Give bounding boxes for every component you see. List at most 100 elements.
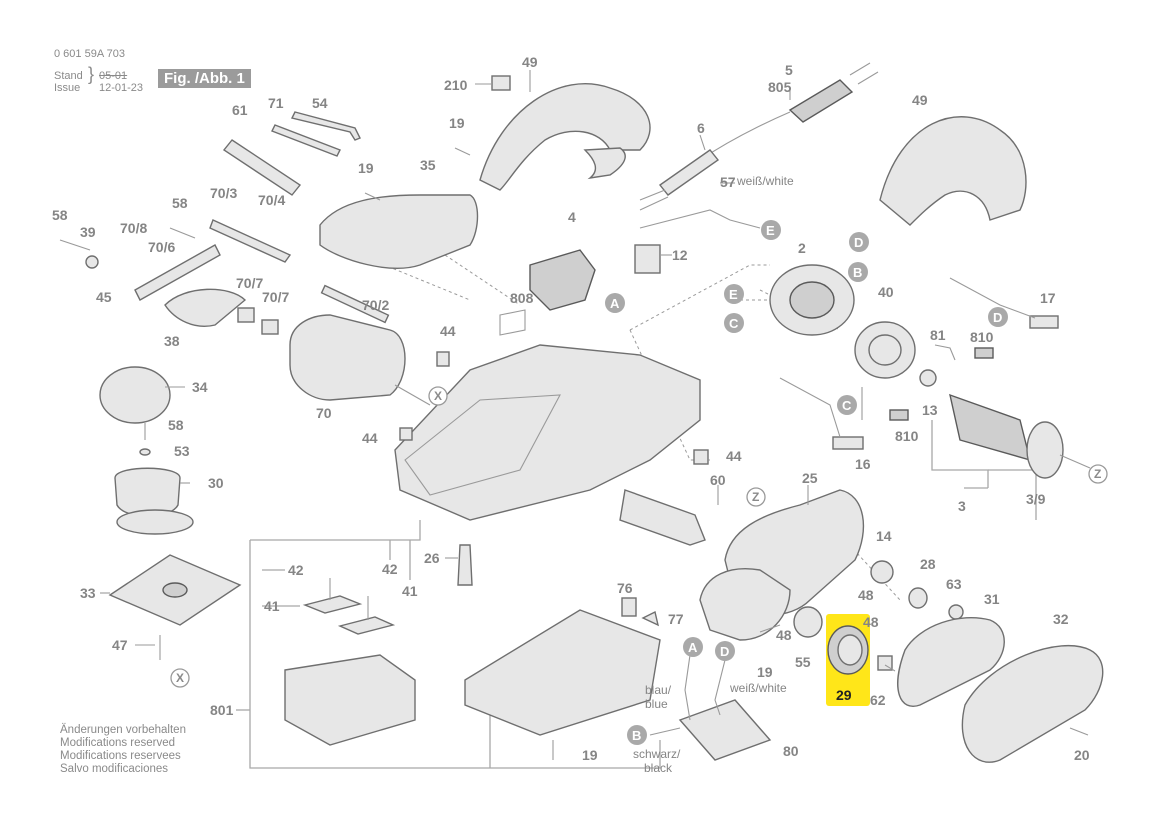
handle-right-part-49 [879,116,1027,226]
marker-X1: X [434,389,442,403]
washer-part-53 [139,448,151,456]
wire-labels: blau/ blue weiß/white schwarz/ black [633,681,787,775]
callout-33: 33 [80,585,96,601]
callout-810b: 810 [895,428,919,444]
wire-part-57 [639,209,761,229]
wire-label-black-2: black [644,761,673,775]
callout-38: 38 [164,333,180,349]
bearing-cover-inner [868,334,902,366]
callout-41a: 41 [264,598,280,614]
footer-line-de: Änderungen vorbehalten [60,724,186,736]
callout-808: 808 [510,290,534,306]
callout-39: 39 [80,224,96,240]
callout-61: 61 [232,102,248,118]
callout-77: 77 [668,611,684,627]
callout-numbers: 210 49 5 805 49 61 71 54 19 35 19 6 57 w… [52,54,1090,763]
capacitor-part-12 [634,244,661,274]
bearing-part-55 [793,606,823,638]
pad-part-44a [436,351,450,367]
wire-label-blue-1: blau/ [645,683,672,697]
label-part-808 [499,309,526,336]
main-housing [394,344,701,521]
belt-housing [699,568,791,641]
black-wire [649,727,681,736]
bearing-part-13 [919,369,937,387]
pulley-hub [837,634,863,666]
screw-part-28 [908,587,928,609]
connector-markers: E D B E C A D C A D B [605,220,1008,745]
marker-A1: A [610,296,620,311]
cable-sleeve-part-6 [658,149,720,196]
clip-part-76 [621,597,637,617]
callout-70-8: 70/8 [120,220,147,236]
armature-part-3 [949,393,1031,462]
pad-part-44c [693,449,709,465]
footer-line-es: Salvo modificaciones [60,763,169,775]
callout-20: 20 [1074,747,1090,763]
knob-base [116,509,194,535]
wire-label-black-1: schwarz/ [633,747,681,761]
callout-19d: 19 [582,747,598,763]
callout-70-4: 70/4 [258,192,285,208]
callout-70-2: 70/2 [362,297,389,313]
stator-core [789,281,835,319]
callout-14: 14 [876,528,892,544]
footer-notes: Änderungen vorbehalten Modifications res… [60,724,186,776]
sole-plate [464,609,661,736]
carbon-brush-810a [974,347,994,359]
callout-55: 55 [795,654,811,670]
figure-label: Fig. /Abb. 1 [158,69,251,88]
brush-wire-d [949,277,1036,319]
callout-70-7b: 70/7 [262,289,289,305]
brace-icon: } [88,64,95,84]
callout-76: 76 [617,580,633,596]
marker-E1: E [766,223,775,238]
callout-805: 805 [768,79,792,95]
callout-801: 801 [210,702,234,718]
issue-date: 12-01-23 [99,82,144,94]
callout-70-3: 70/3 [210,185,237,201]
shaft-part-26 [457,544,473,586]
rod-part-71 [271,124,341,157]
callout-13: 13 [922,402,938,418]
cutter-drum-part-70 [289,314,406,401]
callout-63: 63 [946,576,962,592]
callout-57: 57 [720,174,736,190]
brush-part-16 [832,436,864,450]
screw-part-20 [1069,727,1089,736]
power-cable [699,111,791,161]
callout-53: 53 [174,443,190,459]
ring-part-63 [948,604,964,620]
callout-19c: 19 [757,664,773,680]
callout-42a: 42 [288,562,304,578]
screw-part-19c [759,624,781,633]
armature-gear [1026,421,1064,479]
callout-6: 6 [697,120,705,136]
marker-B2: B [632,728,641,743]
callout-30: 30 [208,475,224,491]
bracket-part-38 [164,288,247,327]
callout-5: 5 [785,62,793,78]
plate-part-80 [678,699,772,761]
wire-label-white: weiß/white [729,681,787,695]
callout-3-9: 3/9 [1026,491,1046,507]
screw-part-19a [454,147,471,156]
cover-part-32 [961,645,1104,763]
callout-48a: 48 [858,587,874,603]
plug-part-5 [788,79,854,123]
marker-E2: E [729,287,738,302]
bearing-part-14 [870,560,894,584]
callout-49a: 49 [522,54,538,70]
switch-part-4 [529,249,596,311]
callout-810a: 810 [970,329,994,345]
reference-markers: X X Z Z [170,386,1108,688]
marker-A2: A [688,640,698,655]
marker-D2: D [993,310,1002,325]
stand-label: Stand [54,70,83,82]
wire-label-white-57: weiß/white [736,174,794,188]
marker-X2: X [176,671,184,685]
rail-part-61 [222,139,302,196]
callout-62: 62 [870,692,886,708]
callout-58c: 58 [168,417,184,433]
callout-71: 71 [268,95,284,111]
